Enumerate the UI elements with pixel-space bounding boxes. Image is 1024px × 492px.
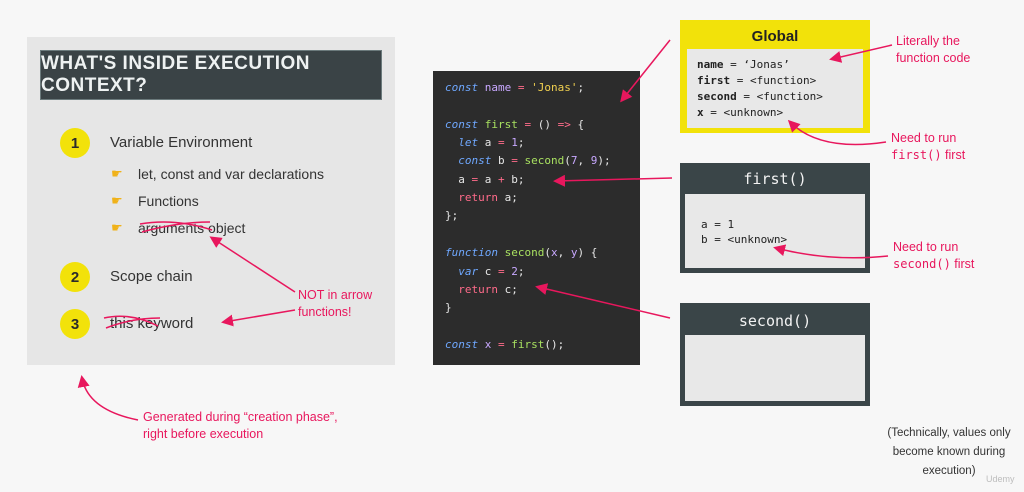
item-this-keyword: this keyword xyxy=(110,315,194,332)
first-context-box: first() a = 1 b = <unknown> xyxy=(680,163,870,273)
slide-title: WHAT'S INSIDE EXECUTION CONTEXT? xyxy=(40,50,382,100)
code-line-15: const x = first(); xyxy=(445,338,565,351)
note-literally-function-code: Literally the function code xyxy=(896,34,971,65)
first-context-variables: a = 1 b = <unknown> xyxy=(685,194,865,268)
note-need-run-first: Need to run first() first xyxy=(891,131,966,162)
hand-pointer-icon: ☛ xyxy=(111,167,123,182)
second-context-box: second() xyxy=(680,303,870,406)
item-number-3: 3 xyxy=(60,309,90,339)
second-context-variables xyxy=(685,335,865,401)
code-line-8: }; xyxy=(445,209,459,222)
code-line-1: const name = 'Jonas'; xyxy=(445,81,585,94)
hand-pointer-icon: ☛ xyxy=(111,221,123,236)
note-need-run-second: Need to run second() first xyxy=(893,240,975,271)
global-var-second: second = <function> xyxy=(697,90,823,103)
item-scope-chain: Scope chain xyxy=(110,268,193,285)
footnote-technically: (Technically, values only become known d… xyxy=(887,427,1011,477)
code-line-10: function second(x, y) { xyxy=(445,246,598,259)
note-not-in-arrow: NOT in arrow functions! xyxy=(298,288,373,319)
code-line-12: return c; xyxy=(458,283,518,296)
item-number-1: 1 xyxy=(60,128,90,158)
global-var-first: first = <function> xyxy=(697,74,817,87)
hand-pointer-icon: ☛ xyxy=(111,194,123,209)
arrow-creation-phase xyxy=(77,375,139,421)
code-line-3: const first = () => { xyxy=(445,118,585,131)
code-line-13: } xyxy=(445,301,452,314)
first-var-a: a = 1 xyxy=(701,218,735,231)
global-var-x: x = <unknown> xyxy=(697,106,784,119)
brand-watermark: Udemy xyxy=(986,474,1015,484)
global-context-title: Global xyxy=(751,28,799,45)
global-var-name: name = ‘Jonas’ xyxy=(697,58,790,71)
code-panel: const name = 'Jonas'; const first = () =… xyxy=(433,71,640,365)
note-creation-phase: Generated during “creation phase”, right… xyxy=(143,410,338,441)
code-line-11: var c = 2; xyxy=(458,265,525,278)
first-context-title: first() xyxy=(743,170,807,188)
code-line-6: a = a + b; xyxy=(445,173,525,186)
code-line-5: const b = second(7, 9); xyxy=(458,154,611,167)
code-line-4: let a = 1; xyxy=(458,136,525,149)
item-variable-environment: Variable Environment xyxy=(110,134,253,151)
global-context-variables: name = ‘Jonas’ first = <function> second… xyxy=(687,49,863,128)
bullet-declarations: let, const and var declarations xyxy=(138,166,324,182)
code-line-7: return a; xyxy=(458,191,518,204)
bullet-arguments: arguments object xyxy=(138,220,246,236)
bullet-functions: Functions xyxy=(138,193,199,209)
first-var-b: b = <unknown> xyxy=(701,233,788,246)
item-number-2: 2 xyxy=(60,262,90,292)
second-context-title: second() xyxy=(738,312,812,330)
